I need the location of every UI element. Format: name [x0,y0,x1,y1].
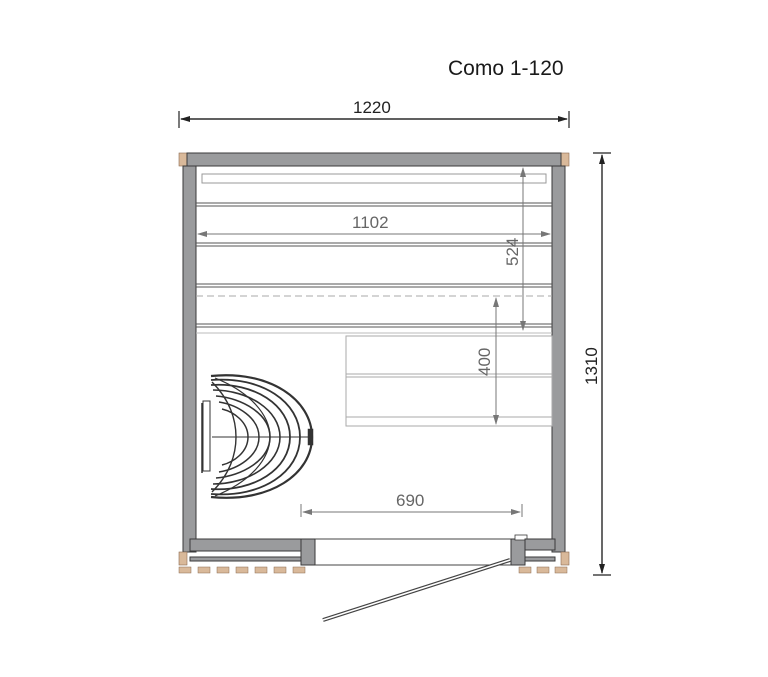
dimension-door-width: 690 [300,491,523,517]
door-leaf [322,558,511,622]
floor-wood-blocks [178,566,568,574]
plan-title: Como 1-120 [448,57,564,80]
dimension-bench-length: 1102 [197,213,551,237]
outer-width-label: 1220 [353,98,391,117]
upper-bench-depth-label: 524 [503,238,522,266]
dimension-outer-width: 1220 [178,98,570,128]
dimension-lower-bench-depth: 400 [475,297,499,425]
bench-length-label: 1102 [352,213,389,232]
sauna-walls [178,152,570,566]
upper-bench [196,173,552,334]
heater-icon [201,374,314,499]
door-opening [315,538,511,566]
door-width-label: 690 [396,491,424,510]
dimension-upper-bench-depth: 524 [503,167,526,331]
dimension-outer-depth: 1310 [582,152,611,576]
lower-bench [345,335,553,427]
outer-depth-label: 1310 [582,347,601,385]
lower-bench-depth-label: 400 [475,348,494,376]
